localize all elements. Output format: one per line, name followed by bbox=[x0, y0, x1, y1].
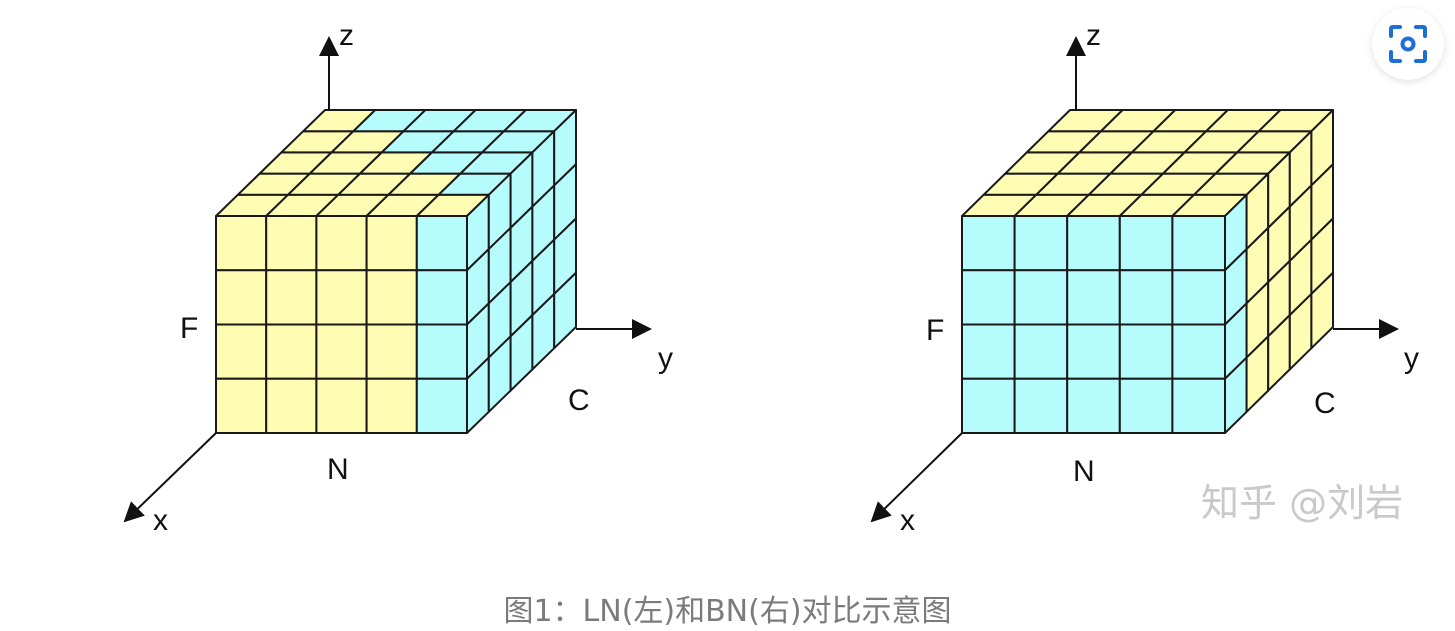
front-cell bbox=[415, 377, 468, 434]
front-cell bbox=[315, 377, 368, 434]
front-cell bbox=[265, 269, 318, 326]
front-cell bbox=[1066, 323, 1121, 380]
c-label: C bbox=[1314, 387, 1336, 420]
side-cell bbox=[553, 271, 577, 350]
x-axis-label: x bbox=[900, 504, 915, 537]
y-axis-label: y bbox=[658, 342, 673, 375]
front-cell bbox=[215, 377, 268, 434]
front-cell bbox=[415, 215, 468, 272]
front-cell bbox=[1171, 323, 1226, 380]
front-cell bbox=[415, 269, 468, 326]
left-cube: z y x F N C bbox=[123, 19, 673, 537]
front-cell bbox=[1013, 269, 1069, 326]
front-cell bbox=[1171, 215, 1226, 272]
front-cell bbox=[1066, 377, 1121, 434]
front-cell bbox=[1171, 269, 1226, 326]
x-axis bbox=[870, 432, 963, 523]
front-cell bbox=[315, 269, 368, 326]
front-cell bbox=[1118, 269, 1174, 326]
front-cell bbox=[365, 323, 418, 380]
x-axis bbox=[123, 432, 217, 523]
front-cell bbox=[961, 323, 1016, 380]
front-cell bbox=[1171, 377, 1226, 434]
front-cell bbox=[1013, 215, 1069, 272]
watermark: 知乎 @刘岩 bbox=[1201, 481, 1403, 525]
front-cell bbox=[265, 323, 318, 380]
z-axis-label: z bbox=[339, 19, 354, 52]
front-cell bbox=[1013, 323, 1069, 380]
front-cell bbox=[961, 215, 1016, 272]
front-cell bbox=[315, 323, 368, 380]
z-axis-label: z bbox=[1086, 19, 1101, 52]
front-cell bbox=[1013, 377, 1069, 434]
front-cell bbox=[1066, 269, 1121, 326]
right-cube: z y x F N C bbox=[870, 19, 1419, 537]
n-label: N bbox=[1073, 455, 1095, 488]
y-axis-label: y bbox=[1404, 342, 1419, 375]
front-cell bbox=[961, 269, 1016, 326]
f-label: F bbox=[180, 312, 198, 345]
c-label: C bbox=[568, 384, 590, 417]
front-cell bbox=[1118, 215, 1174, 272]
front-cell bbox=[1118, 323, 1174, 380]
x-axis-label: x bbox=[153, 504, 168, 537]
f-label: F bbox=[926, 314, 944, 347]
front-cell bbox=[215, 323, 268, 380]
side-cell bbox=[1310, 271, 1334, 350]
image-scan-button[interactable] bbox=[1372, 8, 1444, 80]
front-cell bbox=[215, 269, 268, 326]
figure-caption: 图1：LN(左)和BN(右)对比示意图 bbox=[503, 594, 952, 629]
left-cube-grid bbox=[215, 109, 577, 434]
right-cube-grid bbox=[961, 109, 1334, 434]
front-cell bbox=[365, 269, 418, 326]
front-cell bbox=[265, 215, 318, 272]
front-cell bbox=[1066, 215, 1121, 272]
front-cell bbox=[365, 377, 418, 434]
front-cell bbox=[961, 377, 1016, 434]
front-cell bbox=[365, 215, 418, 272]
n-label: N bbox=[327, 453, 349, 486]
front-cell bbox=[1118, 377, 1174, 434]
front-cell bbox=[215, 215, 268, 272]
scan-icon bbox=[1389, 25, 1427, 63]
front-cell bbox=[265, 377, 318, 434]
front-cell bbox=[315, 215, 368, 272]
front-cell bbox=[415, 323, 468, 380]
